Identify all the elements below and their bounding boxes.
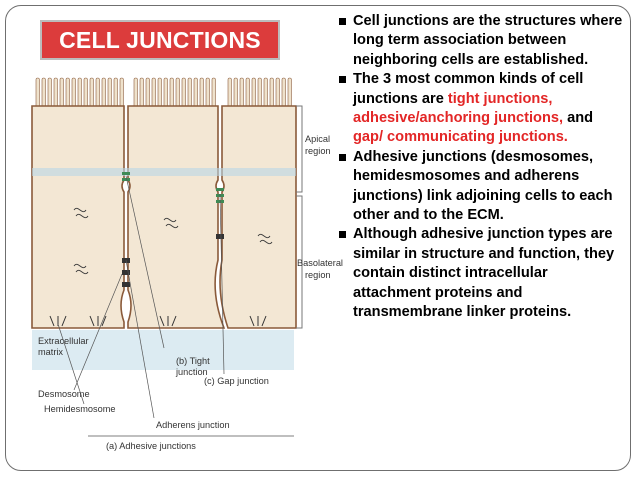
- bullet-2-tight-highlight: tight junctions, adhesive/anchoring junc…: [353, 90, 564, 127]
- apical-label-2: region: [305, 146, 331, 156]
- extracellular-label-1: Extracellular: [38, 336, 89, 346]
- bullet-2: The 3 most common kinds of cell junction…: [337, 70, 627, 148]
- epithelial-cell-3: [219, 105, 297, 329]
- slide-frame: [5, 5, 631, 471]
- filament-bundles: [73, 207, 273, 275]
- epithelial-cell-1: [31, 105, 125, 329]
- epithelial-cell-2: [127, 105, 226, 329]
- bullet-3-text: Adhesive junctions (desmosomes, hemidesm…: [353, 148, 613, 224]
- desmosome-label: Desmosome: [38, 389, 90, 399]
- basolateral-label-1: Basolateral: [297, 258, 343, 268]
- region-brackets: [296, 105, 303, 329]
- extracellular-matrix-area: [32, 330, 294, 370]
- gap-junction-label: (c) Gap junction: [204, 376, 269, 386]
- hemidesmosome-marks: [49, 315, 267, 327]
- figure-caption: (a) Adhesive junctions: [106, 441, 196, 451]
- tight-junction-label-1: (b) Tight: [176, 356, 210, 366]
- cell-junctions-figure: Apical region Basolateral region Extrace…: [31, 77, 343, 451]
- bullet-2-gap-highlight: gap/ communicating junctions.: [353, 129, 568, 146]
- extracellular-label-2: matrix: [38, 347, 63, 357]
- microvilli: [35, 77, 292, 109]
- bullet-4: Although adhesive junction types are sim…: [337, 225, 627, 322]
- title-banner: CELL JUNCTIONS: [40, 20, 280, 60]
- tight-junction-label-2: junction: [175, 367, 208, 377]
- bullet-4-text: Although adhesive junction types are sim…: [353, 226, 615, 321]
- bullet-list: Cell junctions are the structures where …: [337, 12, 627, 323]
- bullet-2-and: and: [563, 110, 594, 127]
- extracellular-band: [32, 168, 296, 176]
- adherens-junction-label: Adherens junction: [156, 420, 230, 430]
- bullet-3: Adhesive junctions (desmosomes, hemidesm…: [337, 148, 627, 226]
- bullet-2-text: The 3 most common kinds of cell junction…: [353, 71, 584, 107]
- basolateral-label-2: region: [305, 270, 331, 280]
- leader-lines: [57, 175, 225, 419]
- hemidesmosome-label: Hemidesmosome: [44, 404, 115, 414]
- apical-label-1: Apical: [305, 134, 330, 144]
- slide-title: CELL JUNCTIONS: [59, 26, 261, 53]
- bullet-1-text: Cell junctions are the structures where …: [353, 13, 623, 68]
- bullet-1: Cell junctions are the structures where …: [337, 12, 627, 70]
